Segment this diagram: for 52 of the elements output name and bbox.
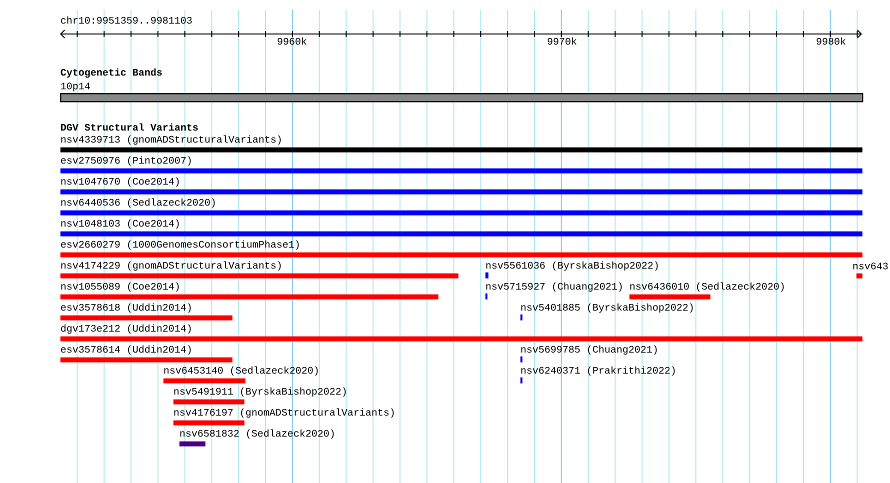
variant-feature: esv3578614 (Uddin2014) <box>60 345 232 362</box>
node-label: nsv6581832 (Sedlazeck2020) <box>180 429 334 439</box>
tick-label: 9980k <box>816 37 846 45</box>
variant-feature: nsv6453140 (Sedlazeck2020) <box>163 366 318 384</box>
node-label: nsv1048103 (Coe2014) <box>61 219 179 229</box>
node-label: nsv1047670 (Coe2014) <box>61 177 179 187</box>
variant-feature: nsv6436010 (Sedlazeck2020) <box>629 282 784 300</box>
variant-feature: nsv1055089 (Coe2014) <box>60 282 438 300</box>
variant-feature: nsv5401885 (ByrskaBishop2022) <box>520 303 693 320</box>
node-label: nsv5491911 (ByrskaBishop2022) <box>174 387 346 397</box>
node-label: nsv5699785 (Chuang2021) <box>521 345 657 355</box>
node-label: nsv6440536 (Sedlazeck2020) <box>61 198 215 208</box>
tick-label: 9970k <box>548 37 576 45</box>
tick-label: 9960k <box>278 37 306 45</box>
node-label: nsv4176197 (gnomADStructuralVariants) <box>174 408 394 418</box>
node-label: esv3578614 (Uddin2014) <box>61 345 191 355</box>
node-label: dgv173e212 (Uddin2014) <box>61 324 191 334</box>
variant-feature: dgv173e212 (Uddin2014) <box>60 324 862 342</box>
node-label: nsv6436010 (Sedlazeck2020) <box>630 282 784 292</box>
variant-feature: esv2750976 (Pinto2007) <box>60 156 862 174</box>
variant-feature: nsv5715927 (Chuang2021) <box>485 282 622 300</box>
variant-feature: nsv5561036 (ByrskaBishop2022) <box>485 261 658 278</box>
variant-feature: nsv5699785 (Chuang2021) <box>520 345 657 362</box>
variant-feature: nsv6581832 (Sedlazeck2020) <box>179 429 334 446</box>
track-title: DGV Structural Variants <box>61 123 198 131</box>
node-label: esv2660279 (1000GenomesConsortiumPhase1) <box>61 240 299 250</box>
node-label: esv3578618 (Uddin2014) <box>61 303 191 313</box>
variant-feature: nsv6440536 (Sedlazeck2020) <box>60 198 862 216</box>
node-label: nsv5561036 (ByrskaBishop2022) <box>486 261 658 271</box>
node-label: nsv5401885 (ByrskaBishop2022) <box>521 303 693 313</box>
variant-feature: nsv643 <box>853 262 888 278</box>
variant-feature: esv2660279 (1000GenomesConsortiumPhase1) <box>60 240 862 258</box>
variant-feature: nsv4174229 (gnomADStructuralVariants) <box>60 261 458 278</box>
node-label: nsv643 <box>853 262 888 270</box>
node-label: nsv4174229 (gnomADStructuralVariants) <box>61 261 281 271</box>
node-label: 10p14 <box>61 82 90 92</box>
node-label: nsv5715927 (Chuang2021) <box>486 282 622 292</box>
node-label: nsv1055089 (Coe2014) <box>61 282 179 292</box>
node-label: nsv6240371 (Prakrithi2022) <box>521 366 675 376</box>
variant-feature: nsv1047670 (Coe2014) <box>60 177 862 194</box>
variant-feature: nsv1048103 (Coe2014) <box>60 219 862 236</box>
variant-feature: nsv6240371 (Prakrithi2022) <box>520 366 675 384</box>
position-label: chr10:9951359..9981103 <box>61 16 192 24</box>
variant-feature: esv3578618 (Uddin2014) <box>60 303 232 320</box>
track-title: Cytogenetic Bands <box>60 68 162 78</box>
node-label: esv2750976 (Pinto2007) <box>61 156 191 166</box>
band-feature: 10p14 <box>60 82 864 102</box>
variant-feature: nsv5491911 (ByrskaBishop2022) <box>173 387 346 404</box>
node-label: nsv4339713 (gnomADStructuralVariants) <box>61 135 281 145</box>
variant-feature: nsv4339713 (gnomADStructuralVariants) <box>60 135 862 152</box>
node-label: nsv6453140 (Sedlazeck2020) <box>164 366 318 376</box>
variant-feature: nsv4176197 (gnomADStructuralVariants) <box>173 408 394 426</box>
